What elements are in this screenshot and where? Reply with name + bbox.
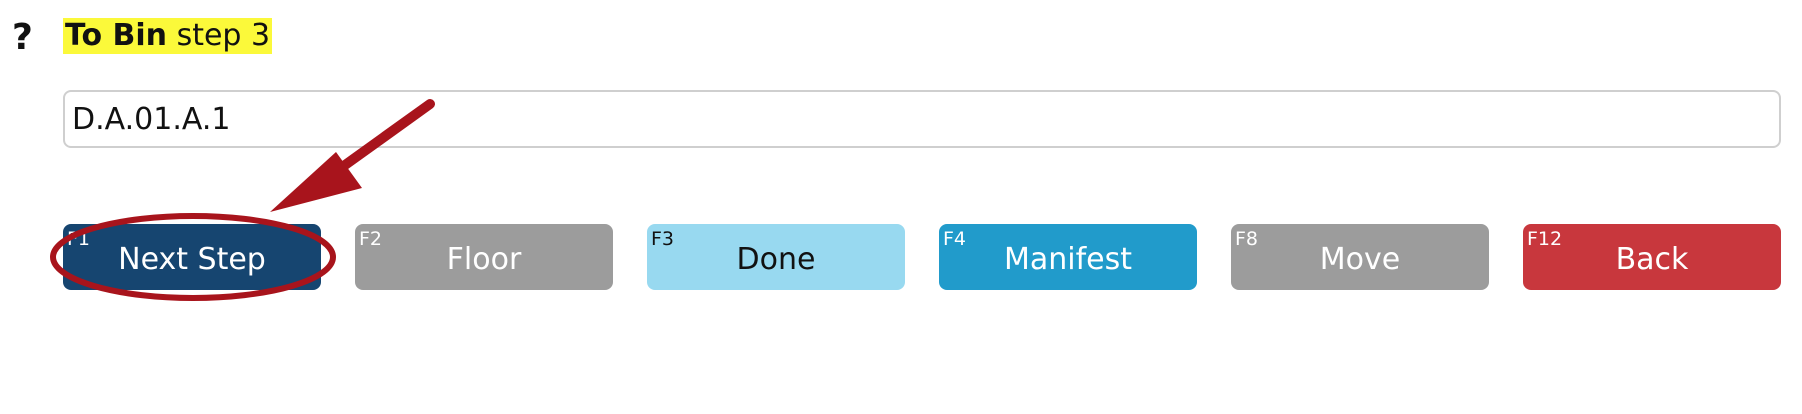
move-fkey: F8 [1235, 228, 1259, 250]
floor-label: Floor [446, 241, 522, 277]
help-icon[interactable]: ? [12, 17, 33, 58]
move-button[interactable]: F8 Move [1231, 224, 1489, 290]
function-button-row: F1 Next Step F2 Floor F3 Done F4 Manifes… [63, 224, 1781, 290]
back-label: Back [1615, 241, 1689, 277]
page-title-step: step 3 [167, 18, 271, 53]
move-label: Move [1319, 241, 1401, 277]
page-title: To Bin step 3 [63, 18, 273, 54]
manifest-label: Manifest [1003, 241, 1133, 277]
floor-button[interactable]: F2 Floor [355, 224, 613, 290]
bin-location-input[interactable] [63, 90, 1781, 148]
done-button[interactable]: F3 Done [647, 224, 905, 290]
back-fkey: F12 [1527, 228, 1563, 250]
pointer-arrow-head [270, 152, 362, 212]
done-label: Done [736, 241, 816, 277]
back-button[interactable]: F12 Back [1523, 224, 1781, 290]
done-fkey: F3 [651, 228, 675, 250]
next-step-label: Next Step [118, 241, 266, 277]
manifest-fkey: F4 [943, 228, 967, 250]
next-step-button[interactable]: F1 Next Step [63, 224, 321, 290]
manifest-button[interactable]: F4 Manifest [939, 224, 1197, 290]
floor-fkey: F2 [359, 228, 383, 250]
page-title-bold: To Bin [65, 18, 168, 53]
